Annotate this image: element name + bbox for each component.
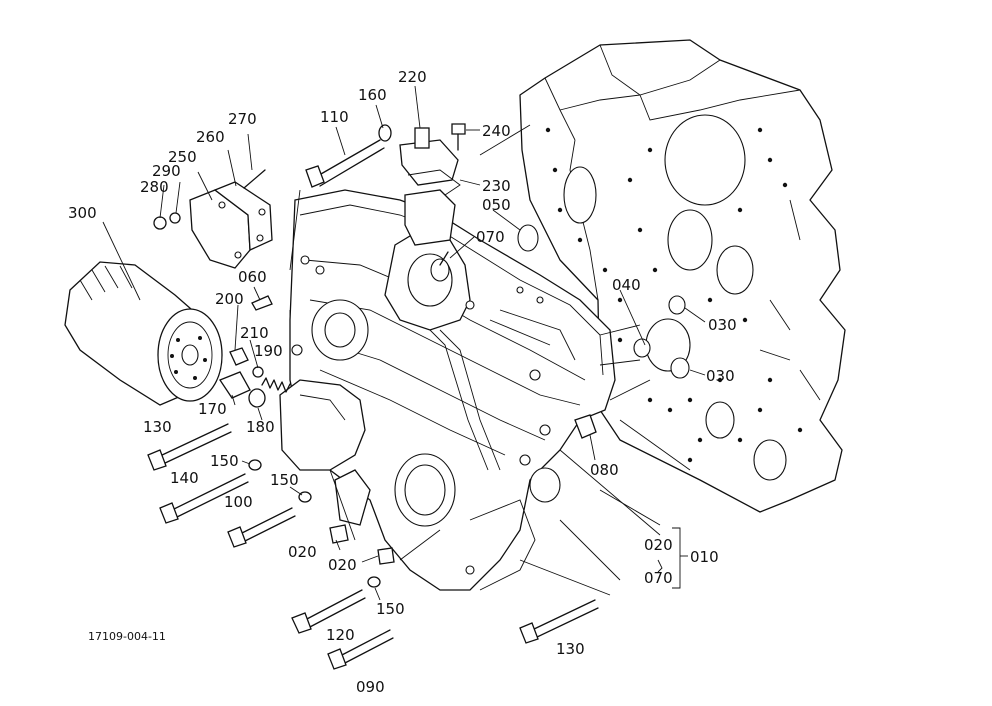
label-040: 040: [612, 276, 641, 294]
label-230: 230: [482, 177, 511, 195]
label-110: 110: [320, 108, 349, 126]
label-030-upper: 030: [708, 316, 737, 334]
label-080: 080: [590, 461, 619, 479]
label-020-left: 020: [288, 543, 317, 561]
label-060: 060: [238, 268, 267, 286]
label-220: 220: [398, 68, 427, 86]
label-070-bottom: 070: [644, 569, 673, 587]
label-150-mid: 150: [270, 471, 299, 489]
label-070-top: 070: [476, 228, 505, 246]
label-120: 120: [326, 626, 355, 644]
label-150-lower: 150: [376, 600, 405, 618]
engine-block: [519, 39, 846, 513]
label-270: 270: [228, 110, 257, 128]
label-240: 240: [482, 122, 511, 140]
label-030-lower: 030: [706, 367, 735, 385]
label-010: 010: [690, 548, 719, 566]
label-290: 290: [152, 162, 181, 180]
gear-case: [289, 189, 616, 591]
label-130-bottom: 130: [556, 640, 585, 658]
label-300: 300: [68, 204, 97, 222]
label-260: 260: [196, 128, 225, 146]
bolts: [147, 139, 599, 670]
label-090: 090: [356, 678, 385, 696]
small-parts: [153, 123, 690, 588]
part-labels: 300 280 290 250 260 270 110 160 220 240 …: [68, 68, 737, 696]
label-100: 100: [224, 493, 253, 511]
front-flange-housing: [279, 379, 371, 526]
label-250: 250: [168, 148, 197, 166]
filter-holes: [170, 336, 207, 380]
oil-filter: [64, 261, 223, 406]
drawing-code: 17109-004-11: [88, 630, 166, 643]
label-020-mid: 020: [328, 556, 357, 574]
label-160: 160: [358, 86, 387, 104]
label-180: 180: [246, 418, 275, 436]
label-210: 210: [240, 324, 269, 342]
label-200: 200: [215, 290, 244, 308]
label-280: 280: [140, 178, 169, 196]
label-170: 170: [198, 400, 227, 418]
label-050: 050: [482, 196, 511, 214]
label-140: 140: [170, 469, 199, 487]
label-150-left: 150: [210, 452, 239, 470]
label-130-top: 130: [143, 418, 172, 436]
label-190: 190: [254, 342, 283, 360]
leader-lines: [102, 85, 706, 601]
block-bolt-holes: [545, 127, 803, 463]
label-020-right: 020: [644, 536, 673, 554]
